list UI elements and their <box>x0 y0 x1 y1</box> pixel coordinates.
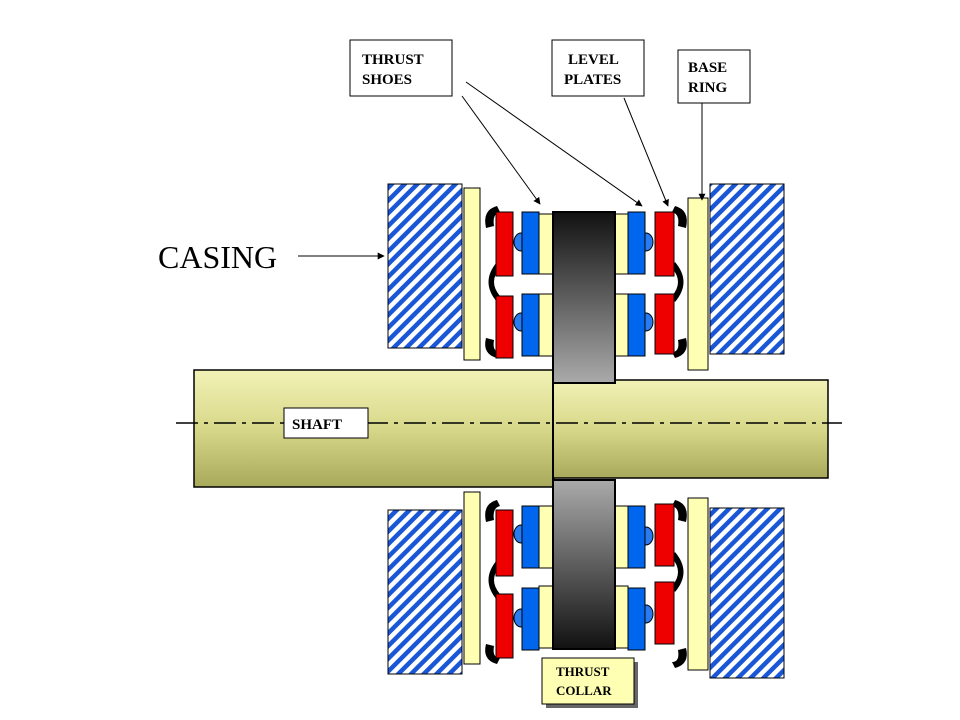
casing-label: CASING <box>158 239 277 275</box>
svg-text:LEVEL: LEVEL <box>568 52 619 68</box>
filler-strip <box>614 213 629 275</box>
bearing-assembly-lower-right <box>614 500 687 668</box>
shaft-left-section <box>193 369 555 488</box>
base-ring-lower-right <box>687 497 709 671</box>
level-plate-link <box>485 644 500 664</box>
level-plate-link <box>485 500 500 522</box>
level-plate-link <box>672 552 684 592</box>
thrust-shoe <box>495 211 514 277</box>
thrust-shoe <box>495 593 514 659</box>
svg-text:BASE: BASE <box>688 60 727 76</box>
svg-text:PLATES: PLATES <box>564 72 621 88</box>
thrust-shoe <box>654 293 675 355</box>
level-plate <box>521 211 540 275</box>
svg-text:SHAFT: SHAFT <box>292 417 342 433</box>
thrust-shoes-arrow-2 <box>465 81 643 207</box>
level-plate <box>521 505 540 569</box>
base-ring-upper-right <box>687 197 709 371</box>
bearing-assembly-lower-left <box>485 500 554 664</box>
filler-strip <box>538 585 554 649</box>
thrust-shoes-label: THRUST SHOES <box>349 39 453 97</box>
level-plate-link <box>488 560 500 600</box>
thrust-shoes-arrow-1 <box>461 95 541 205</box>
level-plate <box>521 587 540 651</box>
shaft-label: SHAFT <box>283 407 369 439</box>
filler-strip <box>538 293 554 357</box>
level-plate-link <box>672 500 687 522</box>
level-plate-link <box>488 262 500 302</box>
thrust-collar-lower <box>552 479 616 650</box>
level-plate-link <box>672 648 687 668</box>
bearing-assembly-upper-left <box>485 206 554 359</box>
filler-strip <box>614 585 629 649</box>
level-plate-link <box>672 338 687 358</box>
casing-block-upper-right <box>709 183 785 355</box>
casing-block-lower-right <box>709 507 785 679</box>
filler-strip <box>538 213 554 275</box>
thrust-collar-upper <box>552 211 616 384</box>
casing-block-lower-left <box>387 509 463 675</box>
level-plates-label: LEVEL PLATES <box>551 39 645 97</box>
svg-text:THRUST: THRUST <box>362 52 424 68</box>
level-plate <box>627 211 646 275</box>
filler-strip <box>614 505 629 569</box>
shaft-right-section <box>552 379 829 479</box>
thrust-shoe <box>654 211 675 277</box>
svg-text:RING: RING <box>688 80 728 96</box>
base-ring-upper-left <box>463 187 481 361</box>
level-plate <box>627 293 646 357</box>
level-plate <box>521 293 540 357</box>
base-ring-label: BASE RING <box>677 49 751 104</box>
thrust-shoe <box>654 503 675 567</box>
thrust-collar-label: THRUST COLLAR <box>541 657 638 708</box>
casing-block-upper-left <box>387 183 463 349</box>
filler-strip <box>614 293 629 357</box>
level-plate <box>627 587 646 651</box>
thrust-shoe <box>495 295 514 359</box>
level-plate-link <box>672 206 687 228</box>
level-plate <box>627 505 646 569</box>
level-plate-link <box>672 262 684 302</box>
thrust-shoe <box>495 509 514 577</box>
bearing-assembly-upper-right <box>614 206 687 358</box>
base-ring-lower-left <box>463 491 481 665</box>
svg-text:THRUST: THRUST <box>556 664 610 679</box>
svg-text:SHOES: SHOES <box>362 72 412 88</box>
thrust-shoe <box>654 581 675 645</box>
svg-text:COLLAR: COLLAR <box>556 683 612 698</box>
level-plates-arrow <box>623 97 669 207</box>
filler-strip <box>538 505 554 569</box>
